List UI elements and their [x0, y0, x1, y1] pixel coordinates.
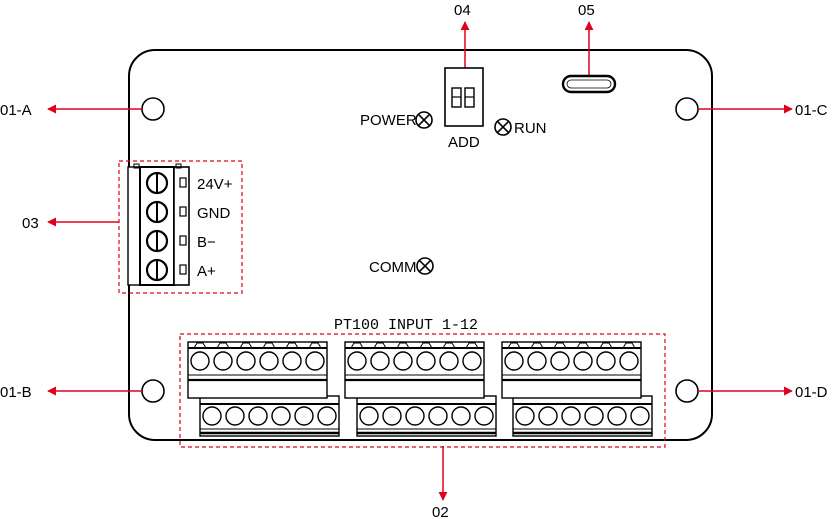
screw-terminal	[145, 229, 187, 253]
terminal-label-gnd: GND	[197, 205, 231, 222]
comm-indicator-label: COMM	[369, 259, 417, 276]
mount-hole-b	[141, 379, 165, 403]
callout-01-b: 01-B	[0, 384, 142, 401]
dip-label: ADD	[448, 134, 480, 151]
pt100-input-block: PT100 INPUT 1-12	[179, 317, 666, 448]
run-indicator-label: RUN	[514, 120, 547, 137]
callout-label-01-d: 01-D	[795, 384, 828, 401]
callout-01-d: 01-D	[698, 384, 828, 401]
callout-04: 04	[454, 2, 471, 74]
callout-02: 02	[432, 446, 449, 519]
power-indicator: POWER	[360, 111, 433, 129]
callout-label-01-c: 01-C	[795, 102, 828, 119]
callout-label-01-a: 01-A	[0, 102, 32, 119]
power-terminal-block: 24V+ GND B− A+	[118, 160, 243, 294]
pt100-label: PT100 INPUT 1-12	[334, 317, 478, 334]
screw-terminal	[145, 258, 187, 282]
comm-indicator: COMM	[369, 257, 434, 276]
pt100-connector-upper	[344, 341, 485, 399]
pt100-connector-lower	[356, 395, 497, 437]
mount-hole-d	[675, 379, 699, 403]
callout-label-05: 05	[578, 2, 595, 19]
led-icon	[415, 111, 433, 129]
mount-hole-c	[675, 97, 699, 121]
callout-03: 03	[22, 215, 119, 232]
run-indicator: RUN	[494, 118, 547, 137]
terminal-label-24v: 24V+	[197, 176, 233, 193]
led-icon	[416, 257, 434, 275]
screw-terminal	[145, 171, 187, 195]
dip-switch: ADD	[444, 67, 484, 151]
callout-05: 05	[578, 2, 595, 76]
callout-01-c: 01-C	[698, 102, 828, 119]
callout-01-a: 01-A	[0, 102, 142, 119]
pt100-connector-upper	[187, 341, 328, 399]
mount-hole-a	[141, 97, 165, 121]
pt100-connector-lower	[512, 395, 653, 437]
pt100-connector-lower	[199, 395, 340, 437]
callout-label-01-b: 01-B	[0, 384, 32, 401]
power-indicator-label: POWER	[360, 112, 417, 129]
usb-port	[561, 74, 617, 94]
terminal-label-b: B−	[197, 234, 216, 251]
callout-label-03: 03	[22, 215, 39, 232]
led-icon	[494, 118, 512, 136]
callout-label-04: 04	[454, 2, 471, 19]
pt100-connector-upper	[501, 341, 642, 399]
terminal-label-a: A+	[197, 263, 216, 280]
callout-label-02: 02	[432, 504, 449, 519]
screw-terminal	[145, 200, 187, 224]
